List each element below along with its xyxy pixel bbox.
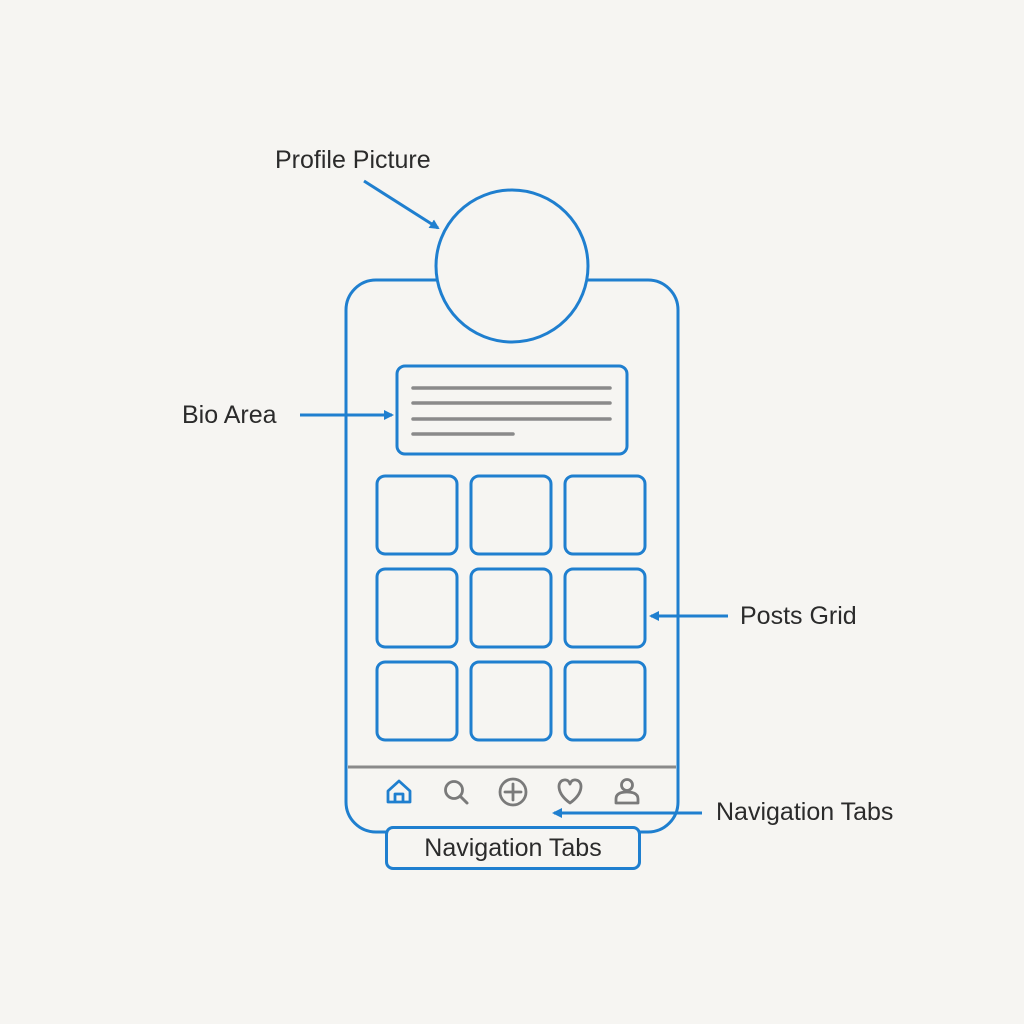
phone-frame xyxy=(344,278,680,834)
post-tile[interactable] xyxy=(563,474,647,556)
heart-icon[interactable] xyxy=(557,778,583,805)
posts-grid xyxy=(375,474,647,742)
navigation-tabs-box-label: Navigation Tabs xyxy=(424,833,602,862)
add-circle-icon[interactable] xyxy=(498,777,528,807)
home-icon[interactable] xyxy=(386,779,412,804)
post-tile[interactable] xyxy=(469,660,553,742)
post-tile[interactable] xyxy=(469,474,553,556)
navigation-tabs-box: Navigation Tabs xyxy=(385,826,641,870)
post-tile[interactable] xyxy=(469,567,553,649)
post-tile[interactable] xyxy=(375,474,459,556)
posts-grid-label: Posts Grid xyxy=(740,602,857,630)
post-tile[interactable] xyxy=(375,567,459,649)
profile-icon[interactable] xyxy=(614,778,640,805)
post-tile[interactable] xyxy=(563,660,647,742)
profile-picture-arrow xyxy=(363,179,440,230)
profile-picture-label: Profile Picture xyxy=(275,146,431,174)
post-tile[interactable] xyxy=(563,567,647,649)
post-tile[interactable] xyxy=(375,660,459,742)
bio-area-label: Bio Area xyxy=(182,401,277,429)
bio-area-box xyxy=(395,364,629,456)
navigation-tabs-label: Navigation Tabs xyxy=(716,798,894,826)
bio-area xyxy=(395,364,629,456)
nav-tabs xyxy=(386,777,640,807)
profile-picture-circle xyxy=(434,188,590,344)
search-icon[interactable] xyxy=(444,780,469,805)
